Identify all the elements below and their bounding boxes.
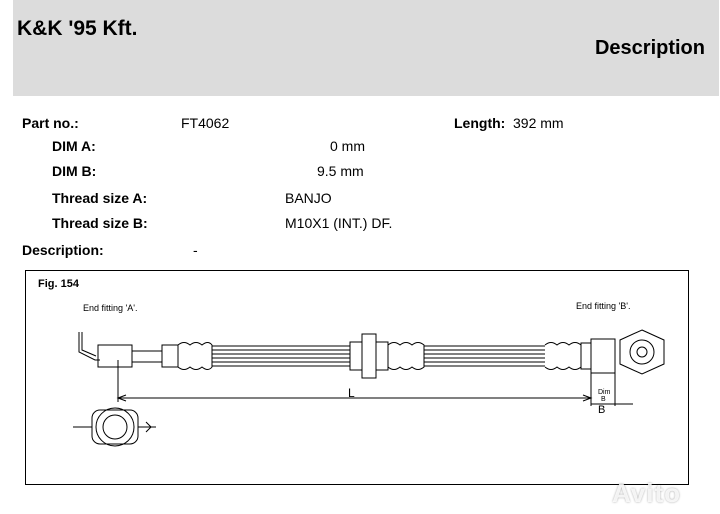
- length-marker: L: [348, 386, 355, 400]
- fitting-b-nut: [590, 338, 616, 374]
- fitting-a-neck: [131, 350, 163, 363]
- end-fitting-b-label: End fitting 'B'.: [576, 301, 631, 311]
- banjo-eye-outer: [95, 407, 135, 447]
- description-value: -: [193, 242, 198, 258]
- dim-b-label: DIM B:: [52, 163, 97, 179]
- fitting-b-crimp: [544, 342, 582, 370]
- dim-sub-marker: B: [601, 396, 606, 403]
- bracket-left: [349, 341, 363, 371]
- fitting-b-collar: [580, 342, 592, 370]
- fitting-b-circle-outer: [629, 339, 655, 365]
- section-title: Description: [594, 37, 705, 59]
- b-marker: B: [598, 404, 606, 416]
- banjo-arrow: [145, 421, 152, 433]
- company-name: K&K '95 Kft.: [17, 17, 138, 40]
- dim-a-label: DIM A:: [52, 138, 96, 154]
- fitting-b-hex-view: [619, 329, 665, 375]
- banjo-eye-inner: [102, 414, 128, 440]
- dim-marker: Dim: [598, 389, 611, 396]
- header-band: [13, 0, 719, 96]
- fitting-a-crimp: [177, 342, 213, 370]
- banjo-bolt-inner: [81, 332, 97, 357]
- description-label: Description:: [22, 242, 104, 258]
- thread-b-label: Thread size B:: [52, 215, 148, 231]
- dim-l-arrow-left: [116, 394, 127, 402]
- fitting-a-collar: [161, 344, 179, 368]
- thread-b-value: M10X1 (INT.) DF.: [285, 215, 393, 231]
- fitting-a-body: [97, 344, 133, 368]
- watermark-logo: Avito: [612, 478, 682, 508]
- dim-b-value: 9.5 mm: [317, 163, 364, 179]
- length-value: 392 mm: [513, 115, 564, 131]
- thread-a-value: BANJO: [285, 190, 332, 206]
- bracket-crimp: [387, 342, 425, 370]
- bracket-right: [375, 341, 389, 371]
- bracket-plate: [361, 333, 377, 379]
- thread-a-label: Thread size A:: [52, 190, 148, 206]
- end-fitting-a-label: End fitting 'A'.: [83, 303, 138, 313]
- dim-l-arrow-right: [582, 394, 593, 402]
- fitting-b-circle-inner: [636, 346, 648, 358]
- figure-label: Fig. 154: [38, 278, 79, 290]
- part-no-value: FT4062: [181, 115, 230, 131]
- length-label: Length:: [454, 115, 506, 131]
- part-no-label: Part no.:: [22, 115, 79, 131]
- dim-a-value: 0 mm: [330, 138, 365, 154]
- figure-frame: [25, 270, 689, 485]
